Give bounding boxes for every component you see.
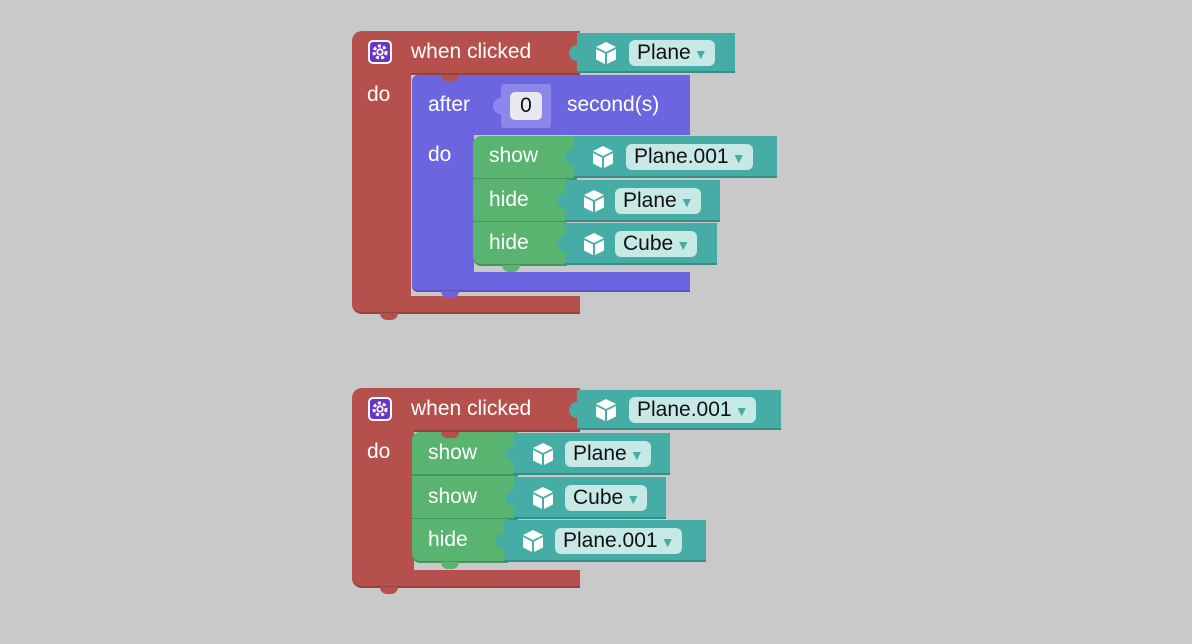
- timer-top-notch: [441, 75, 459, 81]
- triangle-down-icon: ▼: [734, 403, 749, 419]
- cube-icon: [523, 530, 543, 552]
- action-object-block[interactable]: Plane.001 ▼: [496, 520, 706, 562]
- action-block[interactable]: [412, 476, 518, 520]
- action-verb: hide: [489, 231, 529, 254]
- event-spine[interactable]: [352, 428, 414, 578]
- seconds-input[interactable]: 0: [510, 92, 542, 120]
- event-bottom-notch: [380, 587, 398, 594]
- target-object-block[interactable]: Plane ▼: [569, 33, 735, 73]
- action-verb: show: [428, 485, 478, 508]
- action-bottom-notch: [502, 265, 520, 272]
- action-verb: hide: [489, 188, 529, 211]
- triangle-down-icon: ▼: [626, 491, 641, 507]
- action-verb: hide: [428, 528, 468, 551]
- gear-icon: [368, 40, 392, 64]
- timer-spine[interactable]: [412, 130, 474, 282]
- triangle-down-icon: ▼: [731, 150, 746, 166]
- triangle-down-icon: ▼: [693, 46, 708, 62]
- seconds-value-block[interactable]: 0: [493, 84, 551, 128]
- action-object-block[interactable]: Cube ▼: [557, 223, 717, 265]
- do-label: do: [367, 440, 391, 463]
- object-dropdown[interactable]: Plane.001 ▼: [555, 528, 682, 554]
- after-label: after: [428, 93, 471, 116]
- target-object-block[interactable]: Plane.001 ▼: [569, 390, 781, 430]
- action-object-block[interactable]: Cube ▼: [506, 477, 666, 519]
- action-block[interactable]: [473, 179, 567, 223]
- event-label: when clicked: [411, 40, 532, 63]
- action-bottom-notch: [441, 562, 459, 569]
- object-dropdown[interactable]: Plane ▼: [615, 188, 701, 214]
- event-spine[interactable]: [352, 70, 411, 302]
- action-block[interactable]: [473, 136, 577, 180]
- action-object-block[interactable]: Plane ▼: [557, 180, 720, 222]
- object-dropdown[interactable]: Plane.001 ▼: [626, 144, 753, 170]
- timer-footer[interactable]: [412, 272, 690, 292]
- timer-block[interactable]: [412, 75, 690, 135]
- gear-icon: [368, 397, 392, 421]
- timer-do-label: do: [428, 143, 452, 166]
- object-dropdown[interactable]: Cube ▼: [615, 231, 698, 257]
- triangle-down-icon: ▼: [679, 194, 694, 210]
- object-dropdown[interactable]: Plane ▼: [629, 40, 715, 66]
- object-dropdown[interactable]: Plane ▼: [565, 441, 651, 467]
- timer-bottom-notch: [441, 291, 459, 298]
- cube-icon: [533, 443, 553, 465]
- cube-icon: [533, 487, 553, 509]
- event-bottom-notch: [380, 313, 398, 320]
- action-object-block[interactable]: Plane ▼: [506, 433, 670, 475]
- triangle-down-icon: ▼: [676, 237, 691, 253]
- action-object-block[interactable]: Plane.001 ▼: [566, 136, 777, 178]
- seconds-label: second(s): [567, 93, 660, 116]
- object-dropdown[interactable]: Cube ▼: [565, 485, 648, 511]
- action-block[interactable]: [412, 432, 518, 476]
- action-block[interactable]: [412, 519, 508, 563]
- triangle-down-icon: ▼: [629, 447, 644, 463]
- action-verb: show: [489, 144, 539, 167]
- cube-icon: [593, 146, 613, 168]
- object-dropdown[interactable]: Plane.001 ▼: [629, 397, 756, 423]
- cube-icon: [584, 233, 604, 255]
- event-label: when clicked: [411, 397, 532, 420]
- cube-icon: [596, 42, 616, 64]
- do-label: do: [367, 83, 391, 106]
- cube-icon: [584, 190, 604, 212]
- action-top-notch: [441, 432, 459, 438]
- event-footer[interactable]: [352, 570, 580, 588]
- action-verb: show: [428, 441, 478, 464]
- action-block[interactable]: [473, 222, 567, 266]
- event-footer[interactable]: [352, 296, 580, 314]
- cube-icon: [596, 399, 616, 421]
- triangle-down-icon: ▼: [660, 534, 675, 550]
